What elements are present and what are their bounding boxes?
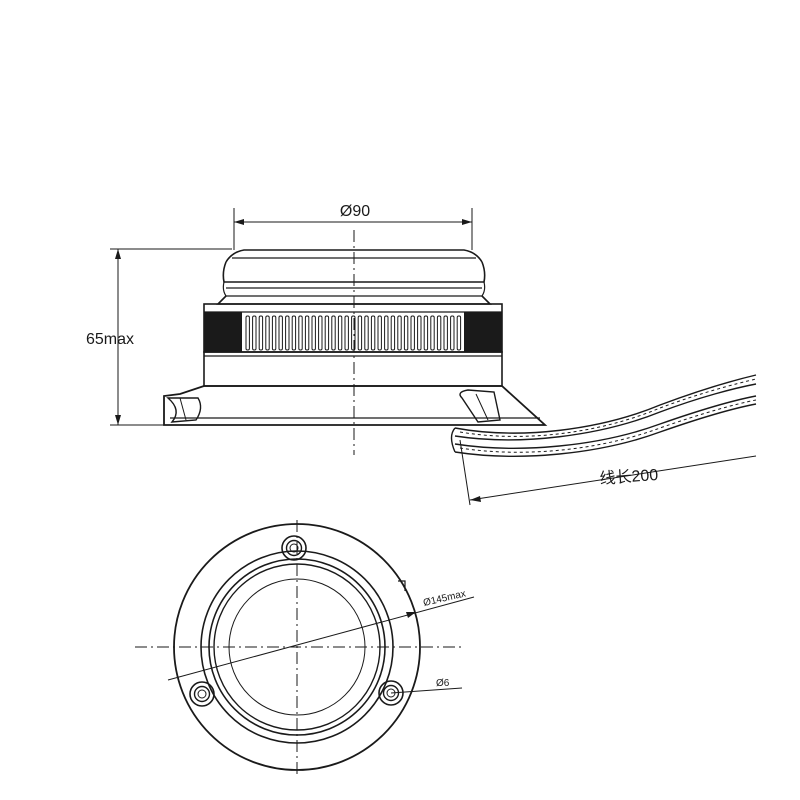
collar-rib <box>456 315 462 351</box>
hole-diameter-label: Ø6 <box>436 678 450 689</box>
collar-rib <box>436 315 442 351</box>
collar-rib <box>384 315 389 351</box>
collar-rib <box>357 315 363 351</box>
height-label: 65max <box>86 331 134 348</box>
collar-ribs <box>245 315 462 351</box>
flange-base <box>163 385 548 426</box>
cable <box>450 374 757 457</box>
collar-rib <box>318 315 323 351</box>
collar-rib <box>430 315 435 351</box>
collar-rib <box>298 315 303 351</box>
collar-rib <box>258 315 264 351</box>
collar-rib <box>285 315 290 351</box>
hole-diameter-dimension: Ø6 <box>390 678 463 694</box>
flange-diameter-label: Ø145max <box>422 588 467 608</box>
collar-rib <box>278 315 283 351</box>
collar-rib <box>265 315 270 351</box>
collar-rib <box>344 315 349 351</box>
collar-rib <box>390 315 396 351</box>
collar-rib <box>364 315 369 351</box>
collar-rib <box>337 315 343 351</box>
top-diameter-dimension: Ø90 <box>233 203 473 250</box>
flange-notch <box>398 580 406 591</box>
cable-length-label: 线长200 <box>599 466 659 488</box>
collar-rib <box>370 315 376 351</box>
top-diameter-label: Ø90 <box>340 203 370 220</box>
outer-flange <box>173 523 421 771</box>
collar-rib <box>324 315 330 351</box>
collar-rib <box>410 315 415 351</box>
left-screw-lug <box>166 397 202 423</box>
flange-diameter-dimension: Ø145max <box>167 588 475 681</box>
collar-rib <box>252 315 257 351</box>
collar-rib <box>351 315 356 351</box>
top-view: Ø145max Ø6 <box>135 520 475 775</box>
collar-rib <box>397 315 402 351</box>
collar-rib <box>271 315 277 351</box>
side-view: Ø90 65max <box>86 203 757 506</box>
collar-rib <box>423 315 429 351</box>
mounting-hole-top <box>281 535 307 561</box>
collar-rib <box>443 315 448 351</box>
collar-rib <box>245 315 250 351</box>
collar-rib <box>403 315 409 351</box>
right-screw-lug <box>459 389 501 423</box>
height-dimension: 65max <box>86 248 232 426</box>
mounting-hole-left <box>189 681 215 707</box>
lens-dome <box>216 249 492 305</box>
lens-outline <box>228 578 366 716</box>
ribbed-collar <box>203 303 503 353</box>
collar-rib <box>450 315 455 351</box>
collar-rib <box>304 315 310 351</box>
mounting-hole-right <box>378 680 404 706</box>
collar-rib <box>331 315 336 351</box>
body <box>203 351 503 387</box>
collar-rib <box>377 315 382 351</box>
collar-rib <box>291 315 297 351</box>
cable-length-dimension: 线长200 <box>459 439 757 506</box>
collar-rib <box>311 315 316 351</box>
inner-rim-ring <box>213 563 381 731</box>
collar-rib <box>417 315 422 351</box>
